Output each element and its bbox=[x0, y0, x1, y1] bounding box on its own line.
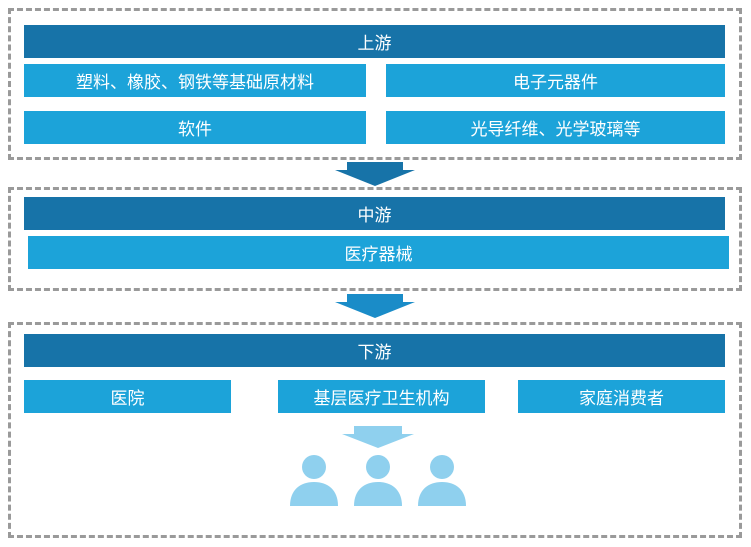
upstream-section bbox=[8, 8, 742, 160]
downstream-item-hospitals: 医院 bbox=[24, 380, 231, 413]
person-icon bbox=[290, 455, 338, 506]
downstream-header: 下游 bbox=[24, 334, 725, 367]
midstream-section bbox=[8, 187, 742, 291]
down-arrow-icon bbox=[335, 162, 415, 186]
downstream-section bbox=[8, 322, 742, 538]
upstream-item-raw-materials: 塑料、橡胶、钢铁等基础原材料 bbox=[24, 64, 366, 97]
person-icon bbox=[418, 455, 466, 506]
midstream-item-medical-devices: 医疗器械 bbox=[28, 236, 729, 269]
upstream-item-software: 软件 bbox=[24, 111, 366, 144]
upstream-item-electronic-components: 电子元器件 bbox=[386, 64, 725, 97]
upstream-item-optical-fiber-glass: 光导纤维、光学玻璃等 bbox=[386, 111, 725, 144]
users-group-icon bbox=[286, 452, 470, 508]
downstream-item-home-consumers: 家庭消费者 bbox=[518, 380, 725, 413]
midstream-header: 中游 bbox=[24, 197, 725, 230]
down-arrow-icon bbox=[335, 294, 415, 318]
down-arrow-icon bbox=[342, 426, 414, 448]
upstream-header: 上游 bbox=[24, 25, 725, 58]
person-icon bbox=[354, 455, 402, 506]
downstream-item-primary-care: 基层医疗卫生机构 bbox=[278, 380, 485, 413]
